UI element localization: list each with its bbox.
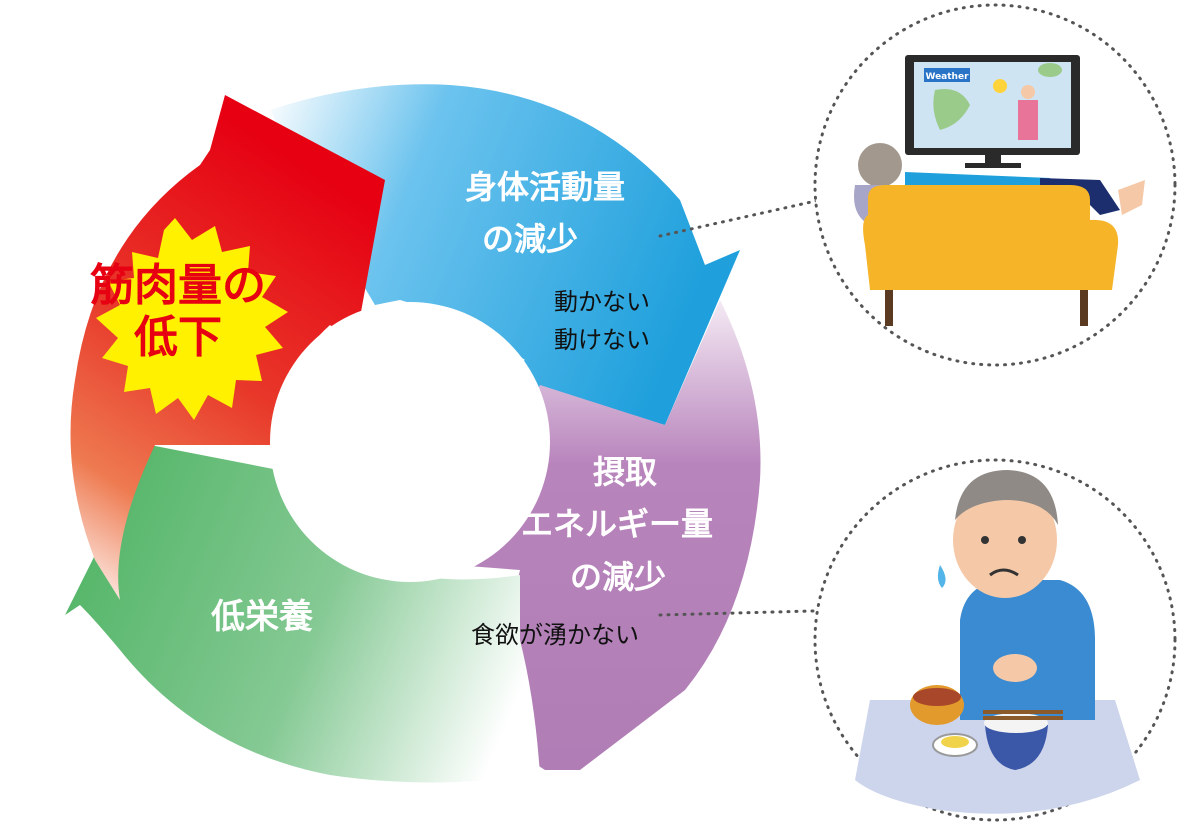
man-body xyxy=(960,580,1095,720)
muscle-loss-line1: 筋肉量の xyxy=(90,260,266,311)
weather-badge xyxy=(924,68,970,82)
rice-bowl xyxy=(985,725,1048,770)
man-head xyxy=(953,482,1057,598)
starburst xyxy=(96,218,288,420)
intake-line1: 摂取 xyxy=(593,453,657,491)
activity-note2: 動けない xyxy=(554,326,650,354)
tv-weather-text: Weather xyxy=(925,72,969,82)
sofa xyxy=(863,185,1119,290)
person-head xyxy=(858,143,902,187)
cycle-center xyxy=(270,302,550,582)
activity-line2: の減少 xyxy=(482,220,578,258)
chopsticks xyxy=(983,710,1063,714)
elderly-meal-illustration xyxy=(813,458,1177,822)
malnutrition-label: 低栄養 xyxy=(211,597,313,637)
activity-line1: 身体活動量 xyxy=(465,168,625,206)
intake-line3: の減少 xyxy=(570,558,666,596)
blue-arrow xyxy=(270,84,740,426)
intake-line2: エネルギー量 xyxy=(521,505,713,543)
muscle-loss-line2: 低下 xyxy=(134,312,222,363)
green-arrow xyxy=(65,445,540,783)
activity-note1: 動かない xyxy=(554,288,650,316)
intake-note1: 食欲が湧かない xyxy=(471,621,639,649)
leader-lines xyxy=(658,198,852,617)
sofa-tv-illustration: Weather xyxy=(813,3,1177,367)
